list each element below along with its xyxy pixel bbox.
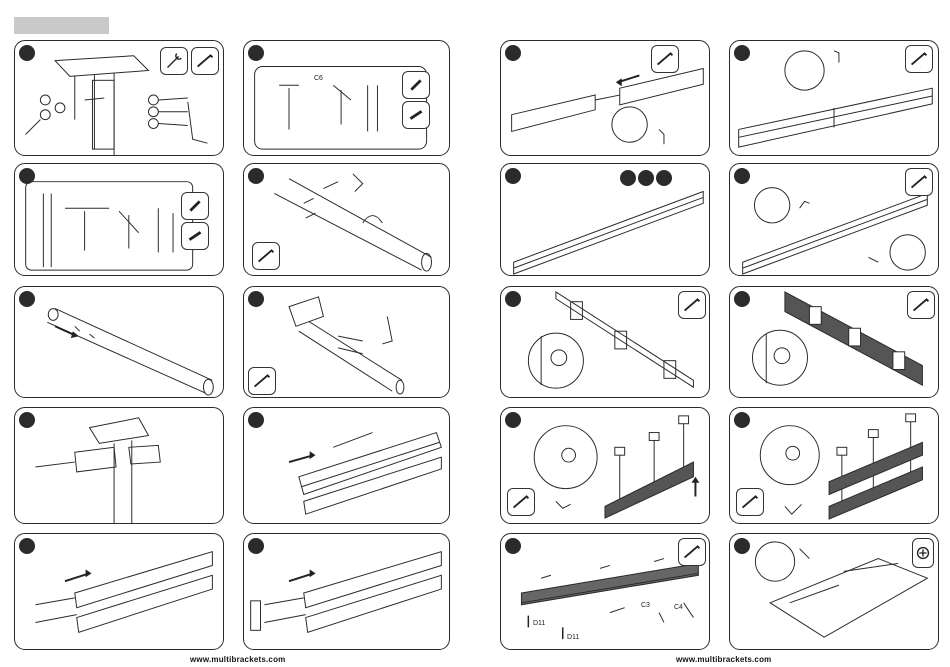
allen-key-icon <box>507 488 535 516</box>
allen-key-icon <box>678 538 706 566</box>
panel-step-15 <box>500 286 710 398</box>
panel-step-20 <box>729 533 939 650</box>
drill-icon <box>402 101 430 129</box>
part-label-c6: C6 <box>314 75 323 82</box>
allen-key-icon <box>651 45 679 73</box>
rail-end-plate-illustration <box>244 534 449 649</box>
section-tab <box>14 17 109 34</box>
panel-step-5 <box>14 286 224 398</box>
allen-key-icon <box>248 367 276 395</box>
panel-step-2: C6 <box>243 40 450 156</box>
part-label-c3: C3 <box>641 602 650 609</box>
allen-key-icon <box>907 291 935 319</box>
panel-step-19: C3 C4 D11 D11 <box>500 533 710 650</box>
long-rail-illustration <box>501 164 709 275</box>
screwdriver-icon <box>912 538 934 568</box>
panel-step-1 <box>14 40 224 156</box>
panel-step-18 <box>729 407 939 524</box>
panel-step-7 <box>14 407 224 524</box>
rail-assembly-illustration <box>15 534 223 649</box>
panel-step-10 <box>243 533 450 650</box>
panel-step-17 <box>500 407 710 524</box>
allen-key-icon <box>905 45 933 73</box>
wrench-icon <box>160 47 188 75</box>
screen-mounting-illustration <box>730 534 938 649</box>
bracket-clamp-illustration <box>15 408 223 523</box>
footer-url-left: www.multibrackets.com <box>190 655 286 664</box>
drill-icon <box>181 222 209 250</box>
allen-key-icon <box>252 242 280 270</box>
footer-url-right: www.multibrackets.com <box>676 655 772 664</box>
panel-step-4 <box>243 163 450 276</box>
tube-insertion-illustration <box>15 287 223 397</box>
rail-end-cap-illustration <box>244 408 449 523</box>
screwdriver-icon <box>402 71 430 99</box>
panel-step-11 <box>500 40 710 156</box>
allen-key-icon <box>905 168 933 196</box>
allen-key-icon <box>678 291 706 319</box>
panel-step-14 <box>729 163 939 276</box>
screwdriver-icon <box>181 192 209 220</box>
panel-step-13 <box>500 163 710 276</box>
panel-step-3 <box>14 163 224 276</box>
part-label-d11: D11 <box>567 634 579 641</box>
allen-key-icon <box>736 488 764 516</box>
panel-step-16 <box>729 286 939 398</box>
panel-step-12 <box>729 40 939 156</box>
panel-step-6 <box>243 286 450 398</box>
part-label-c4: C4 <box>674 604 683 611</box>
panel-step-8 <box>243 407 450 524</box>
allen-key-icon <box>191 47 219 75</box>
panel-step-9 <box>14 533 224 650</box>
part-label-d11: D11 <box>533 620 545 627</box>
